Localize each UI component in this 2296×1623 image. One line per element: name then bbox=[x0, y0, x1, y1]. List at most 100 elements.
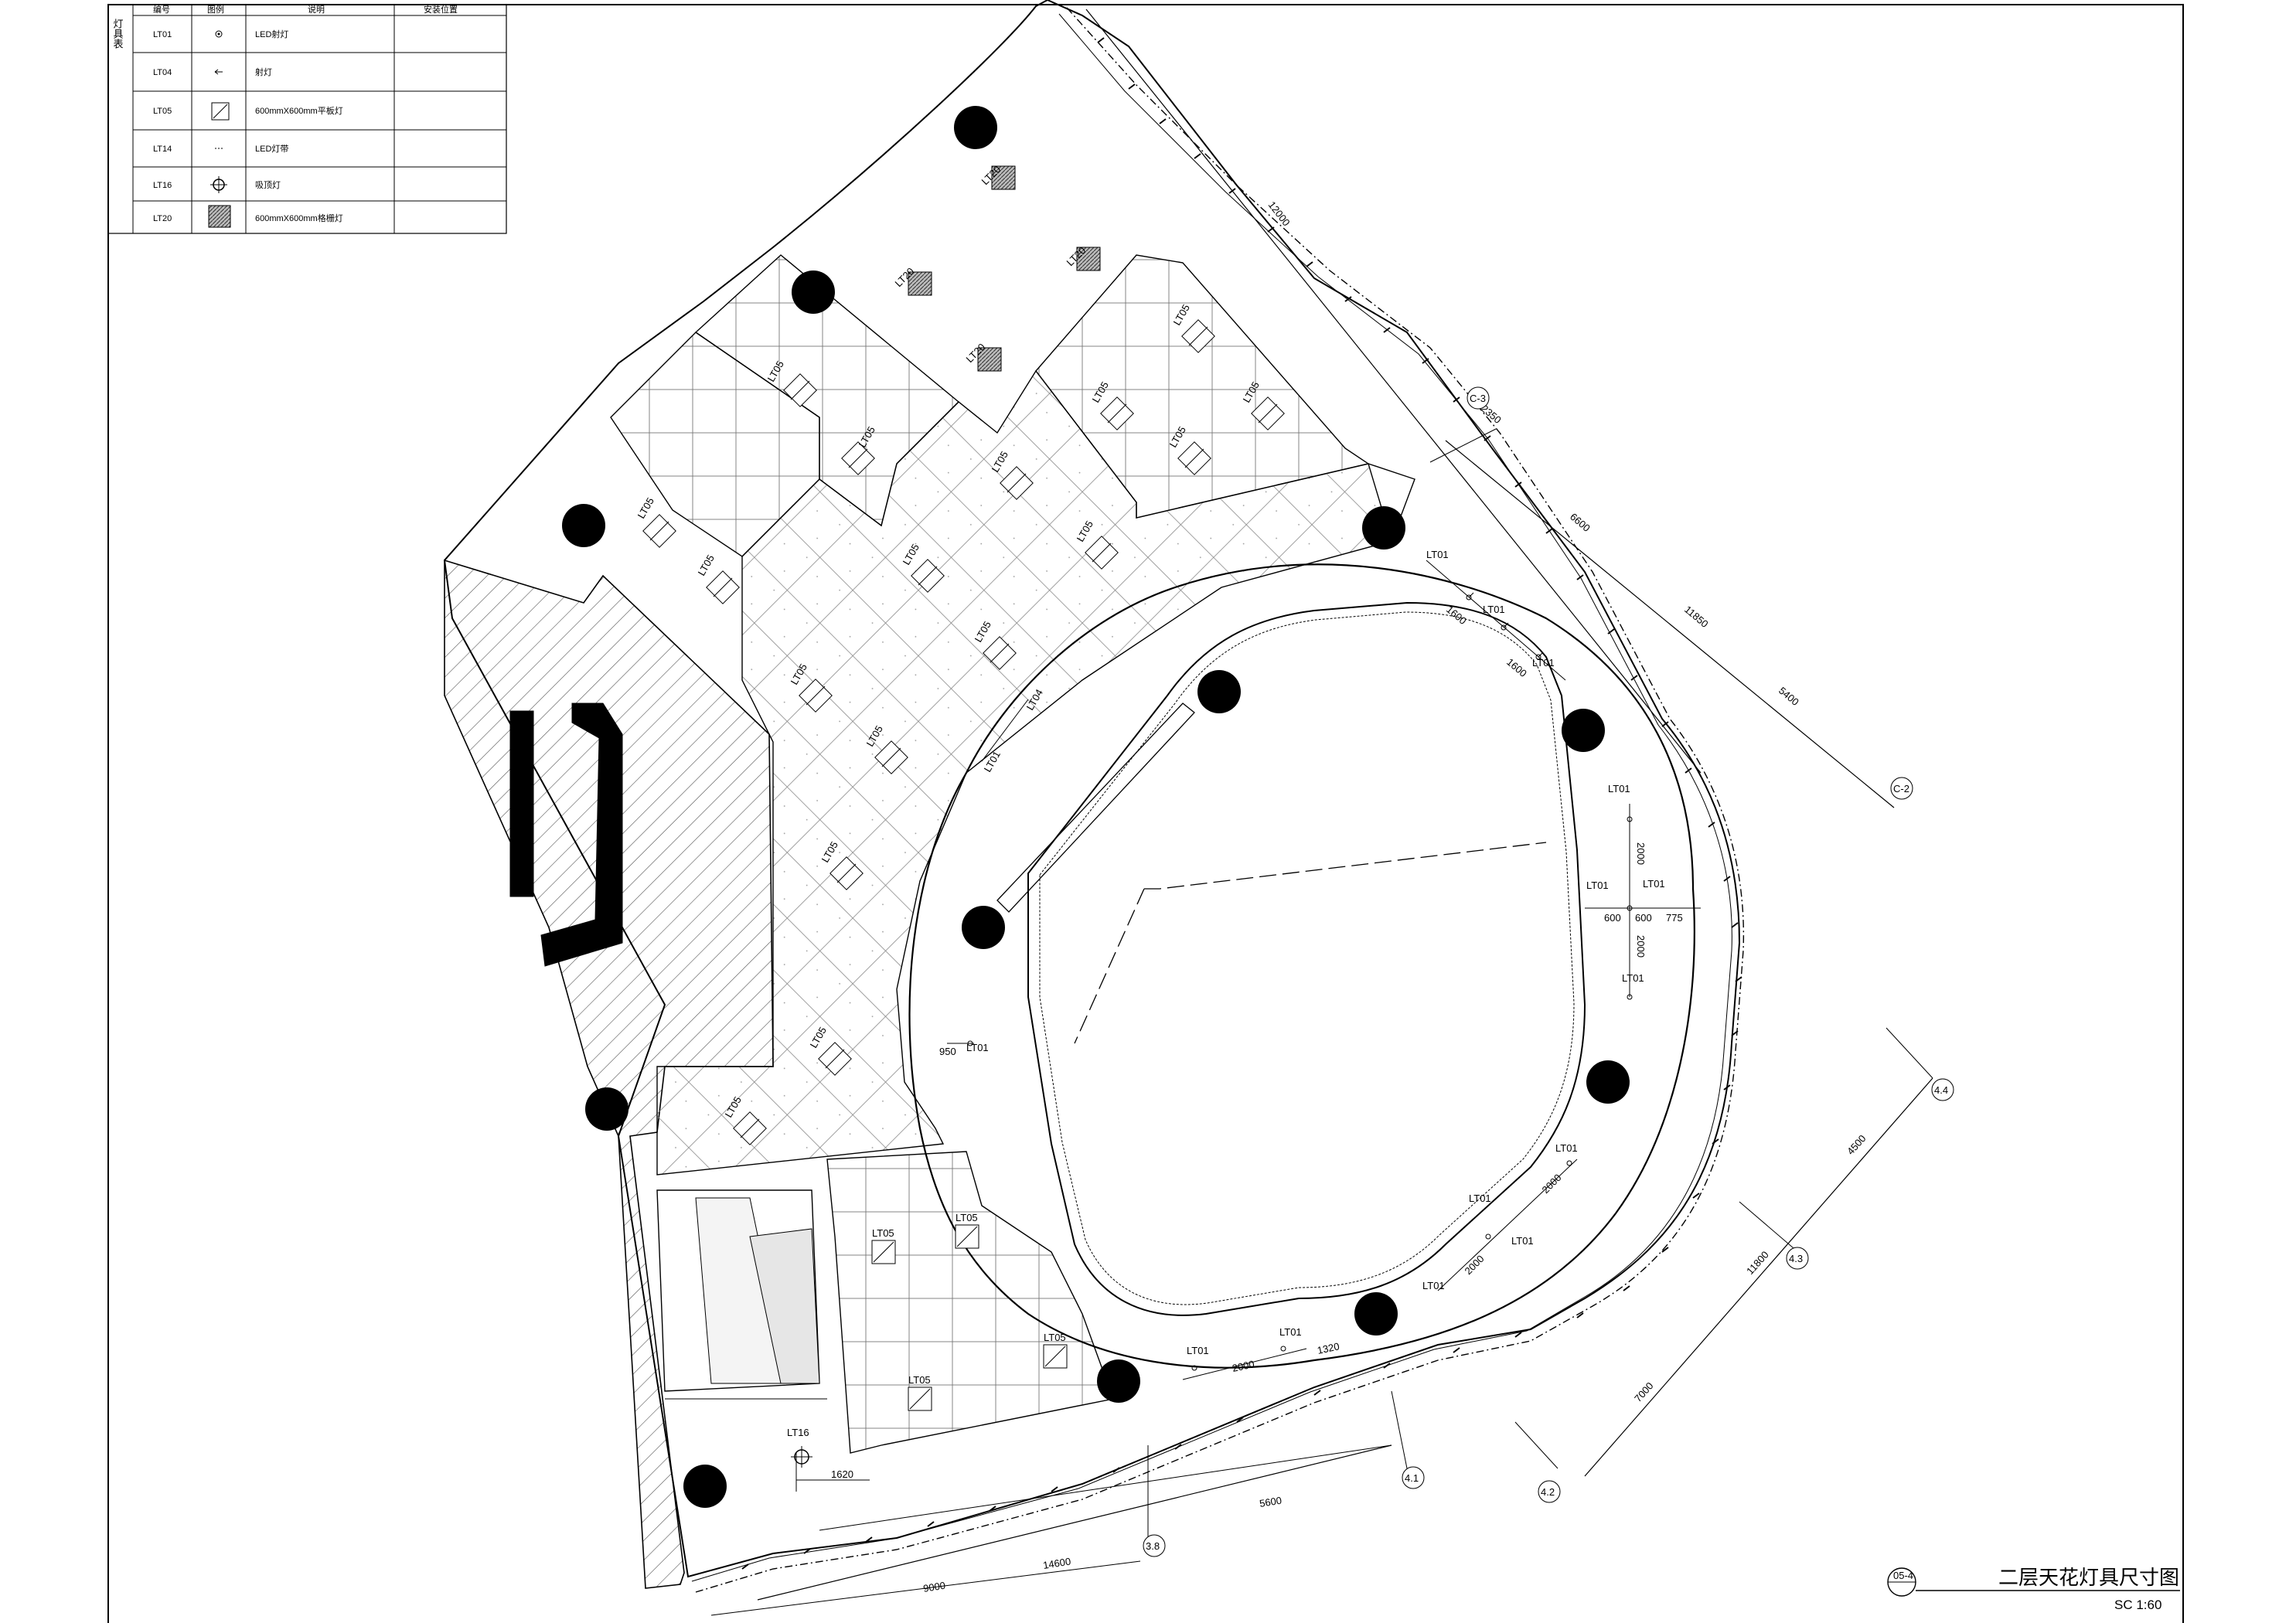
panel-light-fixture bbox=[733, 1111, 767, 1145]
fixture-label: LT05 bbox=[1044, 1332, 1066, 1343]
fixture-label: LT01 bbox=[1279, 1326, 1302, 1338]
spotlight-fixture bbox=[1627, 994, 1633, 1000]
panel-light-fixture bbox=[955, 1224, 979, 1249]
column-marker bbox=[683, 1465, 727, 1508]
grille-light-fixture bbox=[991, 165, 1016, 190]
panel-light-fixture bbox=[1085, 536, 1119, 570]
column-marker bbox=[954, 106, 997, 149]
svg-text:C-2: C-2 bbox=[1893, 783, 1909, 794]
panel-light-fixture bbox=[871, 1240, 896, 1264]
svg-text:3.8: 3.8 bbox=[1146, 1540, 1160, 1552]
fixture-label: LT05 bbox=[872, 1227, 894, 1239]
structural-columns bbox=[562, 106, 1630, 1508]
fixture-label: LT01 bbox=[1608, 783, 1630, 794]
fixture-label: LT01 bbox=[1643, 878, 1665, 890]
dimension-value: 11800 bbox=[1744, 1249, 1771, 1277]
spotlight-icon bbox=[215, 30, 223, 38]
dimension-value: 600 bbox=[1635, 912, 1652, 924]
spotlight-fixture bbox=[1280, 1346, 1286, 1352]
dimension-value: 775 bbox=[1666, 912, 1683, 924]
dimension-value: 12000 bbox=[1266, 199, 1293, 229]
column-marker bbox=[562, 504, 605, 547]
grid-axis-bubble: C-2 bbox=[1890, 777, 1913, 800]
drawing-title: 二层天花灯具尺寸图 bbox=[1998, 1566, 2179, 1589]
dimension-value: 1600 bbox=[1504, 656, 1529, 679]
dimension-value: 600 bbox=[1604, 912, 1621, 924]
title-block: 05-4 二层天花灯具尺寸图 SC 1:60 bbox=[1887, 1566, 2180, 1612]
ring-ceiling-outer bbox=[908, 563, 1695, 1369]
fixture-label: LT01 bbox=[1483, 604, 1505, 615]
fixture-label: LT01 bbox=[1426, 549, 1449, 560]
sheet-frame bbox=[107, 4, 2184, 1623]
grille-light-icon bbox=[208, 205, 231, 228]
ring-ceiling-inner bbox=[1027, 601, 1586, 1316]
panel-light-fixture bbox=[908, 1387, 932, 1411]
external-dimensions bbox=[710, 9, 1933, 1616]
sheet-index: 05-4 bbox=[1893, 1570, 1913, 1581]
spotlight-fixture bbox=[967, 1040, 973, 1046]
drawing-scale: SC 1:60 bbox=[2114, 1597, 2161, 1612]
glazing-band bbox=[695, 7, 1745, 1593]
panel-light-fixture bbox=[1100, 396, 1134, 430]
spotlights bbox=[791, 560, 1701, 1492]
column-marker bbox=[1354, 1292, 1398, 1335]
spotlight-fixture bbox=[1535, 654, 1541, 660]
fixture-label: LT01 bbox=[1586, 880, 1609, 891]
fixture-label: LT01 bbox=[1532, 657, 1555, 669]
panel-light-fixture bbox=[841, 441, 875, 475]
glazing-band-inner bbox=[691, 13, 1732, 1582]
panel-light-fixture bbox=[1181, 319, 1215, 353]
legend-row-desc: LED灯带 bbox=[255, 144, 288, 154]
panel-light-fixture bbox=[874, 740, 908, 774]
column-marker bbox=[1586, 1060, 1630, 1104]
svg-text:4.3: 4.3 bbox=[1789, 1253, 1803, 1264]
dimension-value: 14600 bbox=[1042, 1555, 1071, 1570]
grid-axis-bubble: 4.4 bbox=[1931, 1078, 1954, 1101]
dimension-value: 1320 bbox=[1317, 1340, 1340, 1356]
svg-text:4.1: 4.1 bbox=[1405, 1472, 1419, 1484]
panel-light-fixture bbox=[818, 1042, 852, 1076]
fixture-label: LT01 bbox=[1469, 1193, 1491, 1204]
spotlight-fixture bbox=[1466, 594, 1472, 601]
grille-light-fixture bbox=[908, 271, 932, 296]
grille-light-fixture bbox=[977, 347, 1002, 372]
dimension-value: 11850 bbox=[1682, 604, 1711, 630]
legend-row-desc: 射灯 bbox=[255, 66, 272, 77]
building-plan bbox=[443, 0, 1745, 1593]
column-marker bbox=[1562, 709, 1605, 752]
inner-reference-line bbox=[1074, 842, 1547, 1044]
fixture-label: LT05 bbox=[956, 1212, 978, 1223]
outer-wall bbox=[443, 0, 1741, 1578]
fixture-label: LT01 bbox=[1422, 1280, 1445, 1291]
dimension-value: 1620 bbox=[831, 1468, 853, 1480]
grid-axis-bubble: 4.3 bbox=[1786, 1247, 1809, 1270]
legend-row-desc: 吸顶灯 bbox=[255, 180, 281, 190]
legend-row-desc: LED射灯 bbox=[255, 29, 288, 39]
legend-row-code: LT04 bbox=[153, 68, 172, 77]
panel-light-fixture bbox=[706, 570, 740, 604]
panel-light-fixture bbox=[1177, 441, 1211, 475]
dimension-value: 5400 bbox=[1777, 685, 1801, 708]
dimension-value: 2000 bbox=[1635, 935, 1647, 958]
dimension-value: 4500 bbox=[1845, 1132, 1868, 1157]
column-marker bbox=[792, 270, 835, 314]
grid-axis-bubble: 4.2 bbox=[1538, 1480, 1561, 1503]
ceiling-lamp-fixture bbox=[791, 1446, 812, 1468]
dimension-value: 9000 bbox=[922, 1580, 946, 1594]
panel-light-fixture bbox=[829, 856, 864, 890]
panel-light-fixture bbox=[642, 514, 676, 548]
fixture-label: LT01 bbox=[1622, 972, 1644, 984]
grid-axis-markers: 3.8 4.1 4.2 4.3 4.4 C-3 C-2 bbox=[1143, 386, 1954, 1557]
fixture-label: LT01 bbox=[1511, 1235, 1534, 1247]
grille-light-fixture bbox=[1076, 247, 1101, 271]
fixture-label: LT01 bbox=[966, 1042, 989, 1053]
fixture-label: LT01 bbox=[1187, 1345, 1209, 1356]
corridor-zone bbox=[656, 369, 1392, 1176]
svg-text:C-3: C-3 bbox=[1470, 393, 1486, 404]
dimension-value: 950 bbox=[939, 1046, 956, 1057]
panel-light-fixture bbox=[1043, 1344, 1068, 1369]
column-marker bbox=[1097, 1359, 1140, 1403]
lt20-fixtures: LT20 LT20 LT20 LT20 bbox=[893, 163, 1101, 372]
spotlight-fixture bbox=[1501, 624, 1507, 631]
dimension-value: 5600 bbox=[1259, 1495, 1283, 1509]
